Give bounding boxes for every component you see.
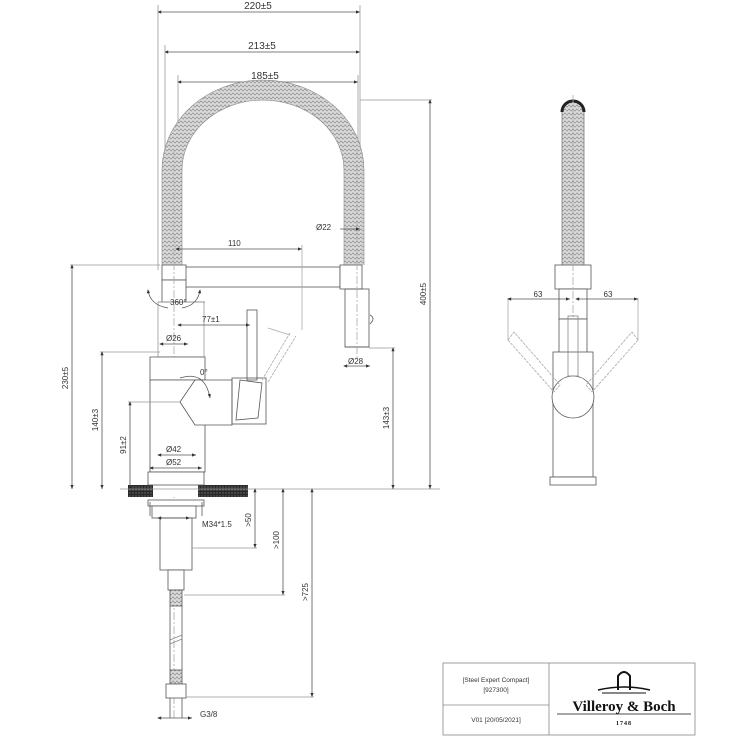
front-view-labels: 220±5 213±5 185±5 Ø22 110 360° 77±1 Ø26 …	[61, 1, 428, 719]
product-code: [927300]	[483, 687, 508, 694]
dim-below-deck-1: >50	[244, 513, 253, 527]
dim-spout-reach: 110	[228, 239, 241, 248]
dim-rotation: 360°	[170, 298, 187, 307]
dim-lever-height: 140±3	[91, 408, 100, 431]
dim-base-diameter: Ø42	[166, 445, 182, 454]
side-view	[507, 95, 639, 486]
dim-spray-diameter: Ø28	[348, 357, 364, 366]
dim-rosette-diameter: Ø52	[166, 458, 182, 467]
product-name: [Steel Expert Compact]	[463, 677, 530, 684]
dim-below-deck-3: >725	[301, 582, 310, 601]
dim-spout-width: 213±5	[248, 41, 276, 52]
dim-overall-width: 220±5	[244, 1, 272, 12]
title-block: [Steel Expert Compact] [927300] V01 [20/…	[442, 662, 696, 736]
dim-thread: M34*1.5	[202, 520, 232, 529]
dim-arc-width: 185±5	[251, 71, 279, 82]
dim-connection: G3/8	[200, 710, 218, 719]
dim-lever-offset: 77±1	[202, 315, 220, 324]
dim-body-diameter: Ø26	[166, 334, 182, 343]
dim-lever-right: 63	[604, 290, 613, 299]
dim-below-deck-2: >100	[272, 530, 281, 549]
villeroy-boch-fountain-icon	[597, 671, 651, 694]
dim-overall-height: 400±5	[419, 282, 428, 305]
drawing-version: V01 [20/05/2021]	[471, 717, 521, 724]
side-view-labels: 63 63	[534, 290, 613, 299]
brand-year: 1748	[616, 721, 632, 727]
brand-name: Villeroy & Boch	[572, 699, 676, 715]
dim-hose-diameter: Ø22	[316, 223, 332, 232]
dim-lever-left: 63	[534, 290, 543, 299]
dim-lever-angle: 0°	[200, 368, 208, 377]
dim-outlet-height: 143±3	[382, 406, 391, 429]
dim-base-height: 91±2	[119, 436, 128, 454]
front-view	[70, 5, 440, 720]
dim-spout-height: 230±5	[61, 366, 70, 389]
